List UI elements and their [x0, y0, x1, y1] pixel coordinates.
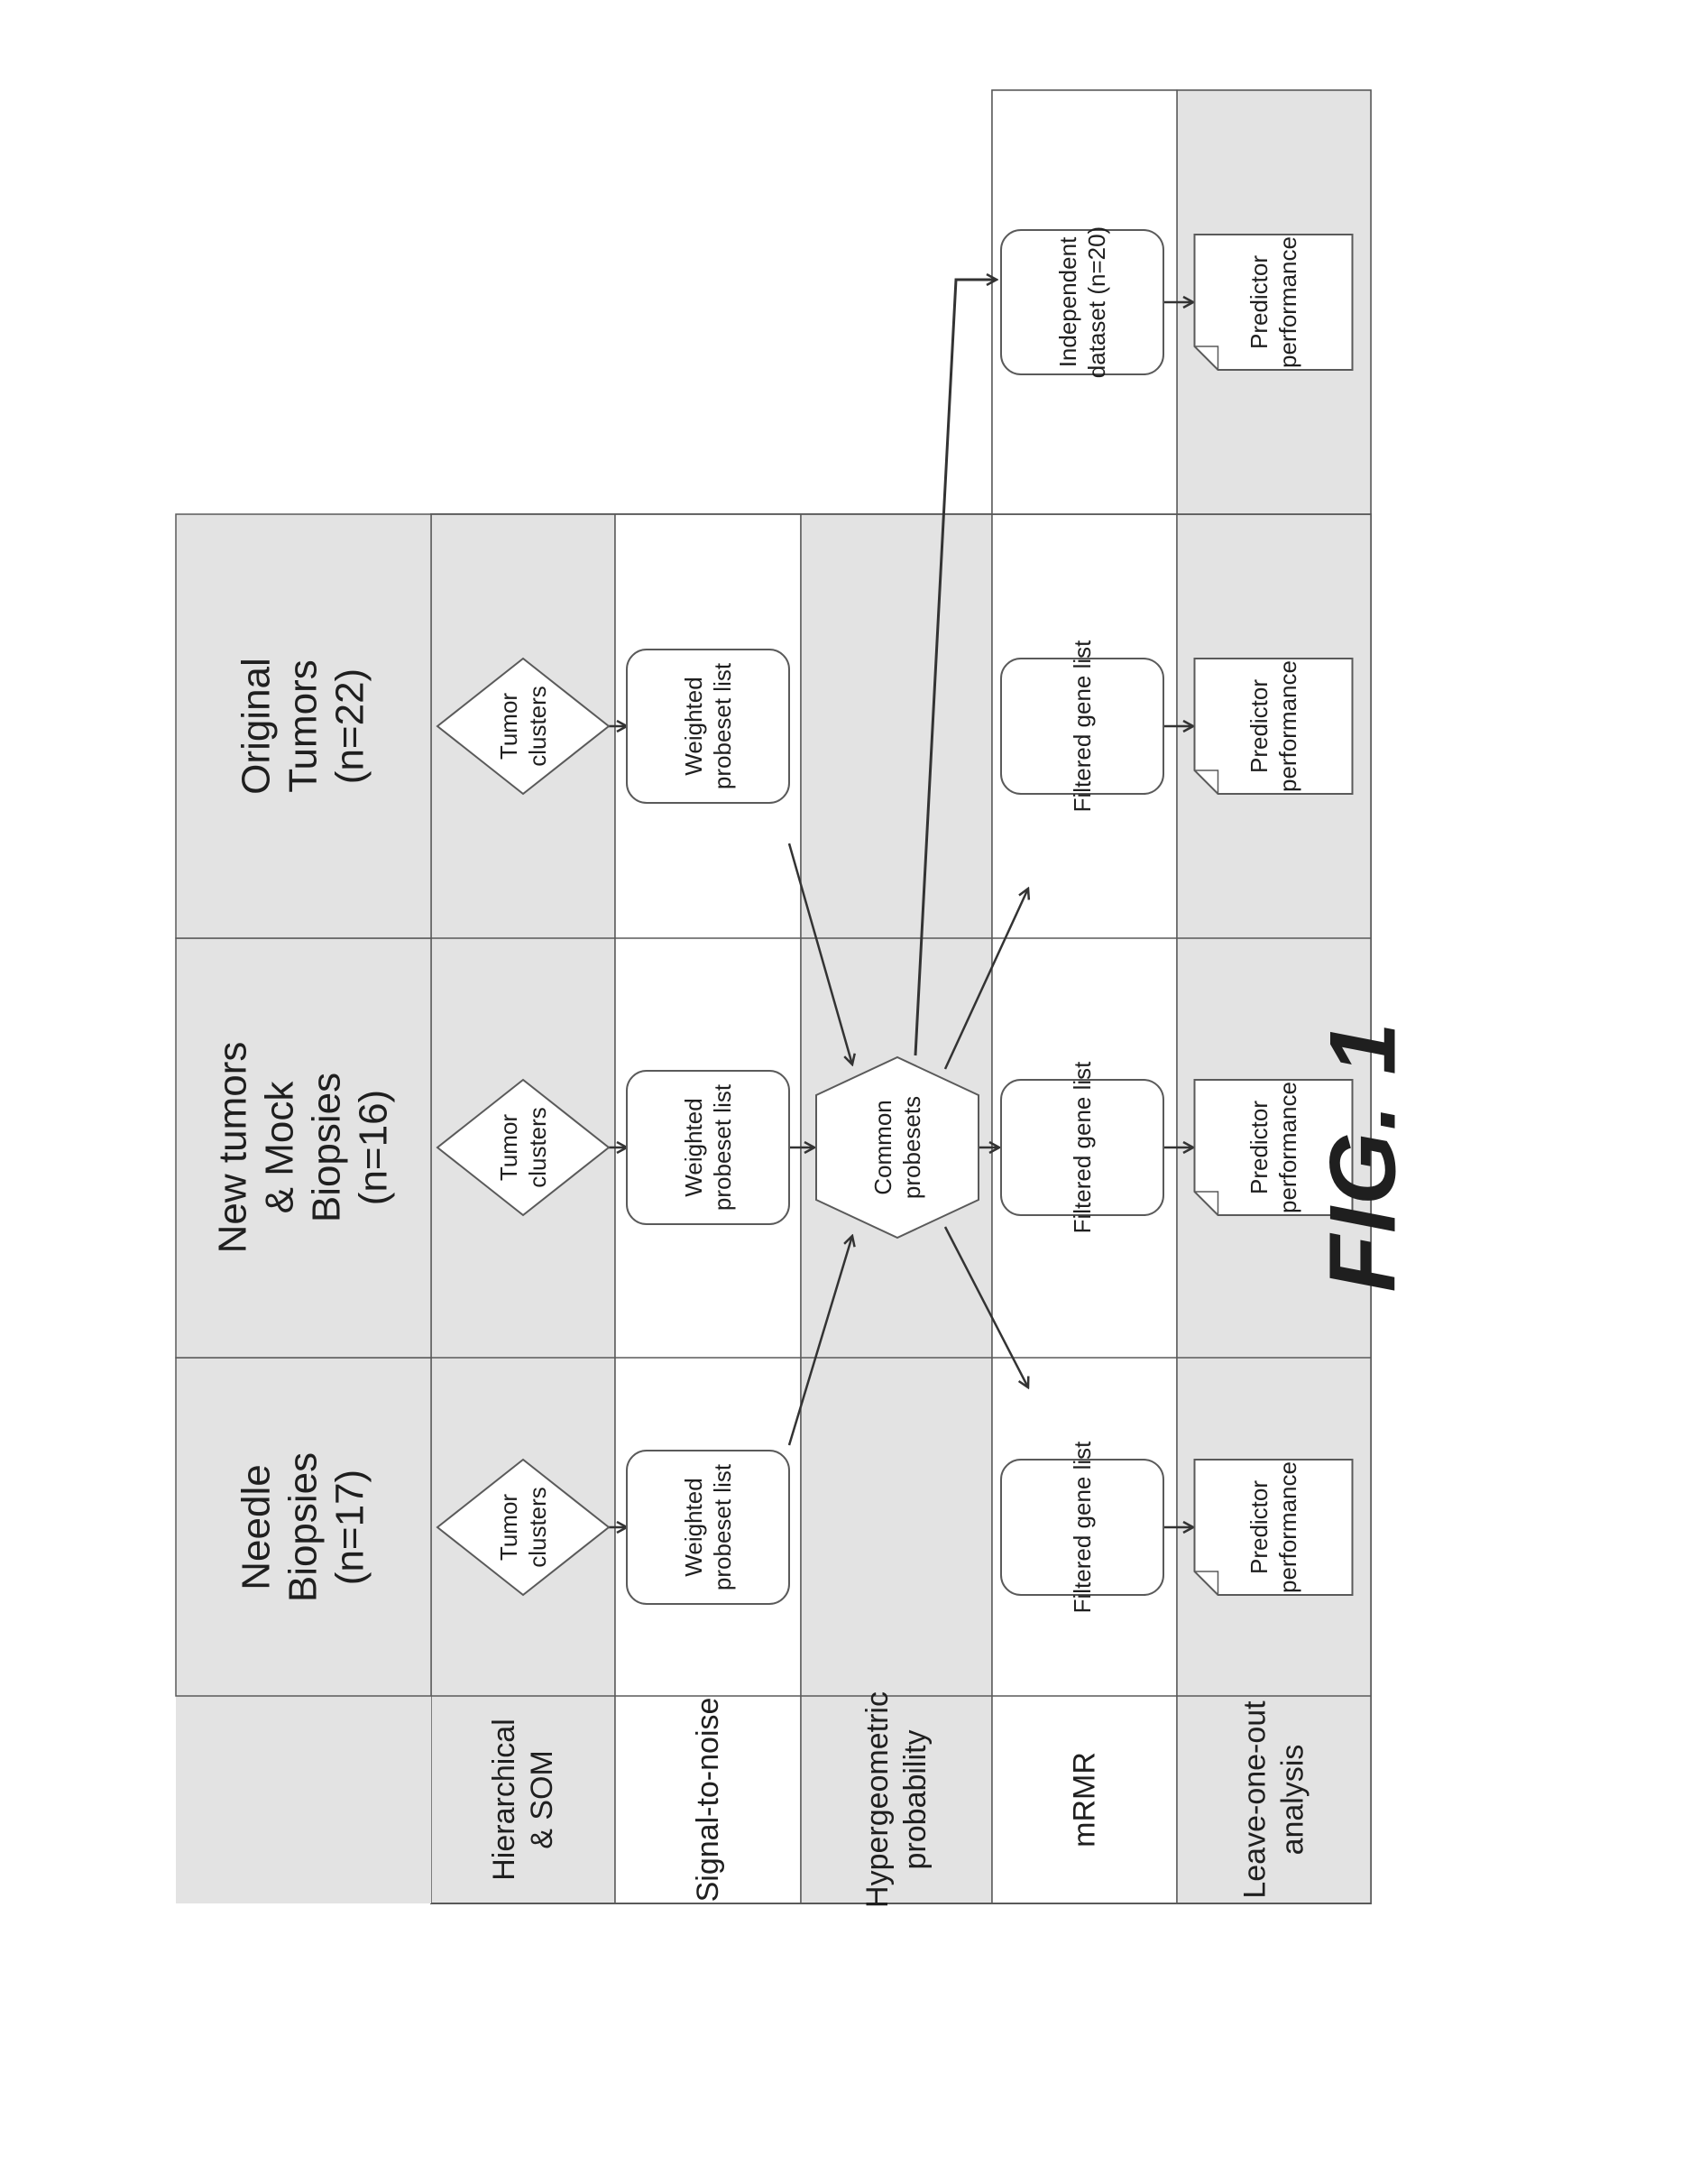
filtered-gene-list-label-line: Filtered gene list [1069, 1061, 1096, 1234]
dataset-header-original-tumors: OriginalTumors(n=22) [234, 658, 372, 795]
filtered-gene-list-label-line: Filtered gene list [1069, 1441, 1096, 1614]
filtered-gene-list-label: Filtered gene list [1069, 1441, 1096, 1614]
weighted-probeset-node [627, 650, 789, 803]
method-label-hierarchical-som-line: & SOM [525, 1750, 559, 1849]
dataset-header-needle-biopsies: NeedleBiopsies(n=17) [234, 1452, 372, 1602]
predictor-performance-label-line: performance [1274, 1082, 1301, 1213]
independent-dataset-label-line: Independent [1054, 236, 1081, 367]
method-label-hierarchical-som-line: Hierarchical [487, 1719, 521, 1881]
dataset-header-new-tumors-line: & Mock [258, 1081, 302, 1214]
tumor-clusters-label-line: clusters [524, 1107, 551, 1188]
tumor-clusters-label-line: Tumor [495, 1494, 522, 1561]
tumor-clusters-label-line: Tumor [495, 693, 522, 760]
method-label-signal-to-noise-line: Signal-to-noise [691, 1698, 725, 1903]
method-label-signal-to-noise: Signal-to-noise [691, 1698, 725, 1903]
weighted-probeset-node [627, 1451, 789, 1604]
predictor-performance-label-line: Predictor [1245, 679, 1273, 773]
dataset-header-needle-biopsies-line: Biopsies [281, 1452, 326, 1602]
dataset-header-original-tumors-line: Original [234, 658, 279, 795]
weighted-probeset-label-line: probeset list [709, 1463, 736, 1590]
filtered-gene-list-label: Filtered gene list [1069, 640, 1096, 813]
tumor-clusters-label-line: clusters [524, 1487, 551, 1568]
weighted-probeset-label-line: probeset list [709, 1083, 736, 1211]
method-label-leave-one-out-line: analysis [1276, 1745, 1310, 1856]
dataset-header-needle-biopsies-line: Needle [234, 1464, 279, 1590]
dataset-header-needle-biopsies-line: (n=17) [328, 1470, 372, 1585]
method-label-hypergeometric-line: probability [898, 1730, 933, 1870]
weighted-probeset-label-line: Weighted [680, 1478, 707, 1576]
independent-predictor-label-line: Predictor [1245, 255, 1273, 349]
independent-predictor-label-line: performance [1274, 236, 1301, 368]
common-probesets-node [816, 1057, 979, 1238]
dataset-header-new-tumors-line: Biopsies [305, 1073, 349, 1222]
filtered-gene-list-label-line: Filtered gene list [1069, 640, 1096, 813]
method-label-leave-one-out-line: Leave-one-out [1238, 1700, 1273, 1899]
predictor-performance-label-line: performance [1274, 1461, 1301, 1593]
filtered-gene-list-label: Filtered gene list [1069, 1061, 1096, 1234]
tumor-clusters-label-line: clusters [524, 686, 551, 767]
predictor-performance-label-line: Predictor [1245, 1101, 1273, 1194]
independent-dataset-label-line: dataset (n=20) [1083, 226, 1110, 378]
weighted-probeset-label-line: probeset list [709, 662, 736, 789]
common-probesets-label-line: probesets [898, 1096, 925, 1199]
dataset-header-new-tumors-line: (n=16) [352, 1090, 396, 1205]
method-label-mrmr: mRMR [1068, 1752, 1102, 1848]
method-label-hypergeometric-line: Hypergeometric [860, 1691, 895, 1908]
dataset-header-new-tumors-line: New tumors [211, 1042, 255, 1254]
tumor-clusters-label-line: Tumor [495, 1114, 522, 1181]
weighted-probeset-node [627, 1071, 789, 1224]
figure-label: FIG. 1 [1310, 1021, 1418, 1293]
predictor-performance-label-line: Predictor [1245, 1480, 1273, 1574]
weighted-probeset-label-line: Weighted [680, 677, 707, 775]
weighted-probeset-label-line: Weighted [680, 1098, 707, 1196]
dataset-header-original-tumors-line: Tumors [281, 659, 326, 793]
method-label-mrmr-line: mRMR [1068, 1752, 1102, 1848]
predictor-performance-label-line: performance [1274, 660, 1301, 792]
common-probesets-label-line: Common [869, 1100, 896, 1194]
dataset-header-original-tumors-line: (n=22) [328, 668, 372, 784]
independent-dataset-node [1001, 230, 1163, 374]
